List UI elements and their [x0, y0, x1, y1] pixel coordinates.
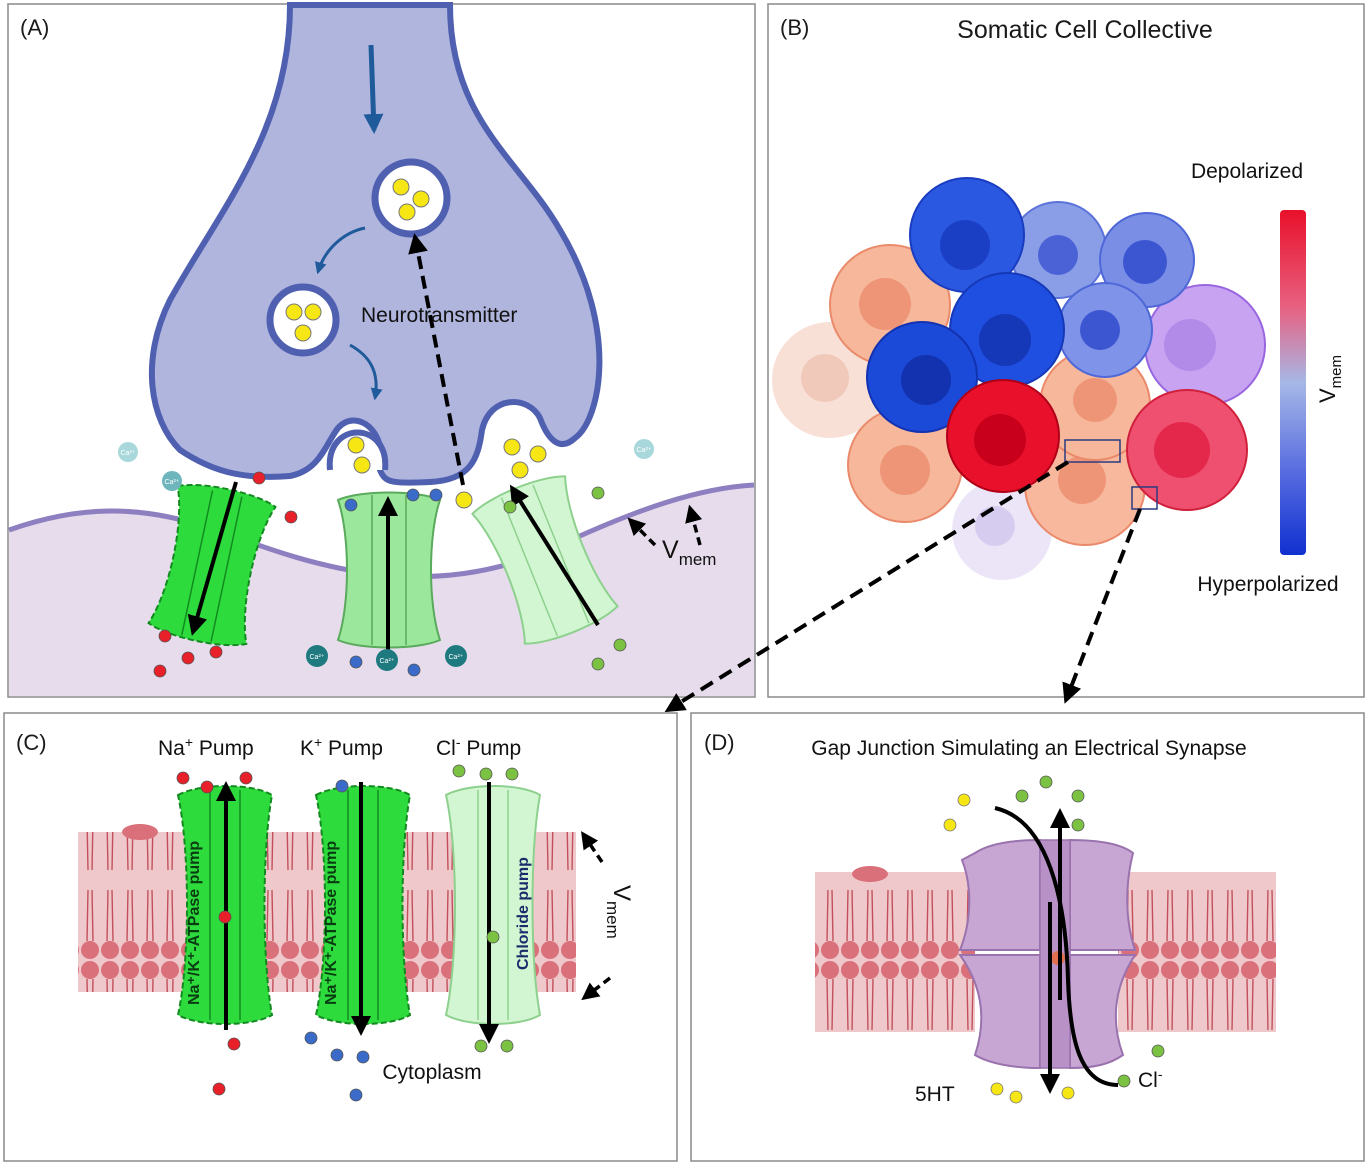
panel-c: (C) Na⁺/K⁺-ATPase pump Na⁺/K⁺-ATPase pum…: [3, 712, 678, 1162]
potassium-ions: [344, 488, 443, 677]
calcium-ions: Ca²⁺ Ca²⁺ Ca²⁺ Ca²⁺ Ca²⁺ Ca²⁺: [118, 439, 654, 671]
svg-text:Ca²⁺: Ca²⁺: [637, 447, 652, 454]
panel-b: (B) Somatic Cell Collective Depolarized …: [767, 3, 1365, 698]
chloride-ions: [1015, 775, 1165, 1088]
serotonin-molecules: [943, 793, 1075, 1104]
cell: [847, 407, 963, 523]
connector-to-c: [664, 460, 1070, 713]
ion-flux-arrow: [187, 481, 238, 636]
lipid-bilayer-left: [815, 872, 975, 1032]
cl-pump-label: Cl- Pump: [436, 734, 521, 760]
cell: [866, 321, 978, 433]
cell: [946, 379, 1060, 493]
lipid-bump: [122, 824, 158, 840]
vmem-label: Vmem: [603, 885, 635, 939]
vmem-arrow: [627, 517, 657, 547]
svg-text:Ca²⁺: Ca²⁺: [165, 479, 180, 486]
fusing-vesicle: [455, 438, 547, 509]
panel-d: (D) Gap Junction Simulating an Electrica…: [690, 712, 1365, 1162]
reuptake-arrow: [408, 233, 465, 486]
sodium-ion: [218, 910, 232, 924]
chloride-ions: [452, 764, 519, 1053]
flow-arrow: [363, 44, 384, 134]
svg-text:Ca²⁺: Ca²⁺: [449, 654, 464, 661]
svg-text:Ca²⁺: Ca²⁺: [310, 654, 325, 661]
connector-to-d: [1062, 508, 1142, 704]
sodium-ions: [176, 771, 253, 1096]
serotonin-label: 5HT: [915, 1083, 955, 1106]
chloride-ions: [503, 486, 627, 671]
chloride-label: Cl-: [1138, 1066, 1163, 1092]
cell: [1099, 212, 1195, 308]
vmem-scale-label: Vmem: [1315, 355, 1345, 403]
vmem-arrow: [581, 831, 604, 863]
cytoplasm-label: Cytoplasm: [382, 1061, 481, 1084]
calcium-ion: Ca²⁺: [376, 649, 398, 671]
calcium-ion: Ca²⁺: [445, 645, 467, 667]
panel-c-label: (C): [16, 730, 47, 755]
cell: [1144, 284, 1266, 406]
vesicle: [266, 283, 340, 357]
cell-collective: [772, 177, 1266, 580]
docked-vesicle: [326, 429, 389, 474]
k-pump-label: K+ Pump: [300, 734, 383, 760]
presynaptic-terminal: [148, 2, 603, 486]
chloride-flux-path: [994, 806, 1119, 1087]
vmem-arrow: [685, 504, 703, 546]
panel-a: Neurotransmitter: [7, 2, 756, 698]
sodium-ions: [153, 471, 298, 678]
panel-d-title: Gap Junction Simulating an Electrical Sy…: [811, 737, 1246, 760]
panel-a-label: (A): [20, 15, 49, 40]
na-pump-label: Na+ Pump: [158, 734, 254, 760]
neurotransmitter-label: Neurotransmitter: [361, 304, 517, 327]
vmem-arrow: [581, 976, 612, 1001]
cl-pump-channel: [444, 785, 542, 1025]
vmem-color-scale: [1280, 210, 1306, 555]
calcium-ion-pale: Ca²⁺: [162, 471, 182, 491]
depolarized-label: Depolarized: [1191, 160, 1303, 183]
zoom-box-pumps: [1064, 439, 1121, 463]
potassium-ions: [304, 779, 370, 1102]
vmem-label: Vmem: [662, 536, 716, 569]
hyperpolarized-label: Hyperpolarized: [1197, 573, 1338, 596]
cell: [1126, 389, 1248, 511]
panel-b-title: Somatic Cell Collective: [957, 16, 1213, 44]
ion-flux-arrow: [509, 484, 600, 627]
curved-arrow: [349, 343, 383, 401]
cell: [909, 177, 1025, 293]
channel-label-2: Na⁺/K⁺-ATPase pump: [323, 841, 340, 1005]
calcium-ion-pale: Ca²⁺: [634, 439, 654, 459]
lipid-bump: [852, 866, 888, 882]
gap-junction: [958, 838, 1137, 1070]
svg-text:Ca²⁺: Ca²⁺: [121, 450, 136, 457]
panel-b-label: (B): [780, 15, 809, 40]
zoom-box-gap-junction: [1131, 486, 1158, 510]
vesicle: [371, 158, 451, 238]
calcium-ion: Ca²⁺: [306, 645, 328, 667]
svg-text:Ca²⁺: Ca²⁺: [380, 658, 395, 665]
curved-arrow: [314, 226, 366, 275]
chloride-ion: [486, 930, 500, 944]
cell: [1057, 282, 1153, 378]
panel-d-label: (D): [704, 730, 735, 755]
cell: [952, 480, 1052, 580]
channel-label-3: Chloride pump: [515, 857, 532, 970]
calcium-ion-pale: Ca²⁺: [118, 442, 138, 462]
channel-label-1: Na⁺/K⁺-ATPase pump: [186, 841, 203, 1005]
lipid-bilayer-right: [1118, 872, 1276, 1032]
